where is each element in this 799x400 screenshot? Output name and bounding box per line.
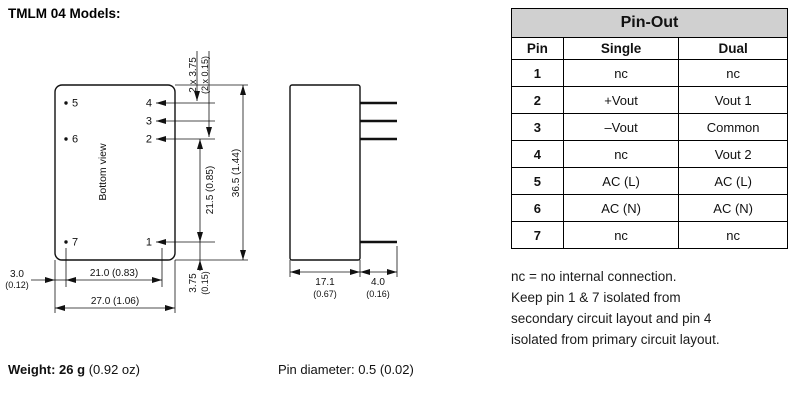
- pin-1-label: 1: [146, 237, 152, 249]
- pin-3-label: 3: [146, 116, 152, 128]
- dim-pin-pitch: 2 x 3.75: [188, 57, 199, 93]
- cell-dual: Common: [678, 113, 788, 141]
- table-row: 3 –Vout Common: [511, 113, 788, 141]
- cell-pin: 3: [511, 113, 564, 141]
- cell-pin: 7: [511, 221, 564, 249]
- note-line: secondary circuit layout and pin 4: [511, 311, 712, 326]
- dim-depth-inch: (0.67): [313, 289, 337, 299]
- dim-height-pins: 21.5 (0.85): [205, 166, 216, 214]
- table-row: 2 +Vout Vout 1: [511, 86, 788, 114]
- cell-dual: AC (N): [678, 194, 788, 222]
- cell-dual: Vout 1: [678, 86, 788, 114]
- dim-width-total: 27.0 (1.06): [91, 296, 139, 307]
- cell-dual: AC (L): [678, 167, 788, 195]
- pin-2-label: 2: [146, 134, 152, 146]
- cell-dual: nc: [678, 59, 788, 87]
- cell-dual: Vout 2: [678, 140, 788, 168]
- cell-dual: nc: [678, 221, 788, 249]
- weight-value: 26 g: [59, 362, 86, 377]
- dim-height-total: 36.5 (1.44): [231, 149, 242, 197]
- table-row: 1 nc nc: [511, 59, 788, 87]
- dim-edge-to-pin: 3.0: [10, 269, 24, 280]
- dim-pin-span: 21.0 (0.83): [90, 268, 138, 279]
- pin-dots: [64, 101, 68, 244]
- dimension-labels: 2 x 3.75 (2 x 0.15) 21.5 (0.85) 36.5 (1.…: [5, 56, 390, 307]
- pinout-table-title: Pin-Out: [511, 8, 788, 38]
- dim-edge-to-pin-inch: (0.12): [5, 280, 29, 290]
- pinout-notes: nc = no internal connection. Keep pin 1 …: [511, 266, 720, 350]
- dim-pin-bottom-inch: (0.15): [200, 271, 210, 295]
- mechanical-drawing: 5 6 7 4 3 2 1 Bottom view 2 x 3.75 (2 x …: [5, 51, 398, 313]
- cell-pin: 6: [511, 194, 564, 222]
- pin-number-labels: 5 6 7 4 3 2 1 Bottom view: [72, 98, 152, 249]
- bottom-view-body: [54, 84, 176, 261]
- col-header-dual: Dual: [678, 37, 788, 60]
- cell-single: AC (L): [562, 167, 680, 195]
- note-line: Keep pin 1 & 7 isolated from: [511, 290, 681, 305]
- cell-single: nc: [562, 59, 680, 87]
- col-header-pin: Pin: [511, 37, 564, 60]
- pinout-table: Pin-Out Pin Single Dual 1 nc nc 2 +Vout …: [511, 8, 788, 249]
- table-row: 6 AC (N) AC (N): [511, 194, 788, 222]
- side-view-body: [289, 84, 361, 261]
- pinout-header-row: Pin Single Dual: [511, 37, 788, 60]
- cell-single: AC (N): [562, 194, 680, 222]
- note-line: nc = no internal connection.: [511, 269, 677, 284]
- cell-pin: 5: [511, 167, 564, 195]
- page-title: TMLM 04 Models:: [8, 6, 121, 21]
- bottom-view-label: Bottom view: [97, 143, 109, 201]
- cell-single: nc: [562, 221, 680, 249]
- cell-pin: 4: [511, 140, 564, 168]
- cell-single: +Vout: [562, 86, 680, 114]
- pin-4-label: 4: [146, 98, 152, 110]
- note-line: isolated from primary circuit layout.: [511, 332, 720, 347]
- dim-depth: 17.1: [315, 277, 335, 288]
- cell-pin: 2: [511, 86, 564, 114]
- cell-single: –Vout: [562, 113, 680, 141]
- weight-value-imperial: (0.92 oz): [88, 362, 140, 377]
- dimension-lines: [31, 51, 398, 313]
- pin-7-label: 7: [72, 237, 78, 249]
- dim-pin-bottom: 3.75: [188, 273, 199, 293]
- dim-pin-length-inch: (0.16): [366, 289, 390, 299]
- table-row: 5 AC (L) AC (L): [511, 167, 788, 195]
- dim-pin-length: 4.0: [371, 277, 385, 288]
- weight-spec: Weight: 26 g (0.92 oz): [8, 362, 140, 377]
- pin-diameter-spec: Pin diameter: 0.5 (0.02): [278, 362, 414, 377]
- table-row: 4 nc Vout 2: [511, 140, 788, 168]
- cell-single: nc: [562, 140, 680, 168]
- module-outlines: [54, 84, 361, 261]
- col-header-single: Single: [562, 37, 680, 60]
- dim-pin-pitch-inch: (2 x 0.15): [200, 56, 210, 94]
- pinout-section: Pin-Out Pin Single Dual 1 nc nc 2 +Vout …: [511, 8, 788, 249]
- table-row: 7 nc nc: [511, 221, 788, 249]
- pin-6-label: 6: [72, 134, 78, 146]
- cell-pin: 1: [511, 59, 564, 87]
- side-view-pins: [360, 101, 397, 244]
- weight-label: Weight:: [8, 362, 56, 377]
- pin-5-label: 5: [72, 98, 78, 110]
